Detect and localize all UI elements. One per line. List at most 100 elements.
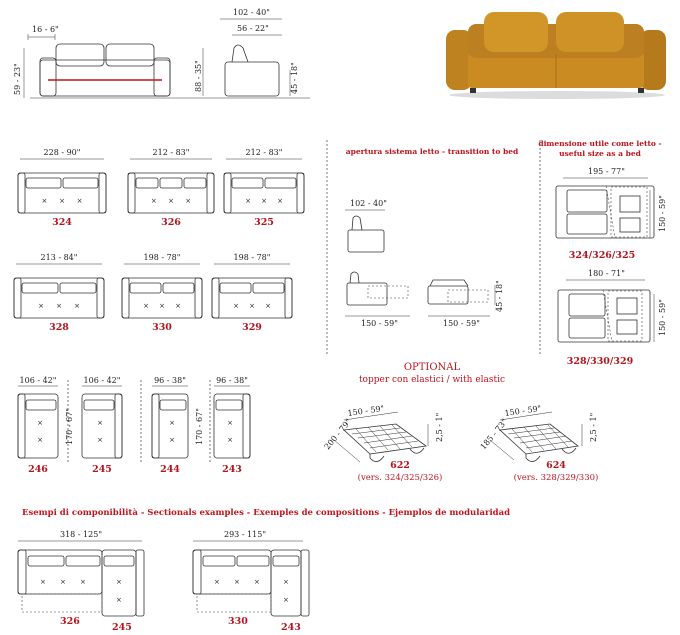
svg-text:×: × [159, 302, 165, 310]
topper2-width-label: 150 - 59" [504, 404, 542, 418]
sofa-module-330: 198 - 78" × × × 330 [121, 253, 203, 333]
svg-text:×: × [37, 436, 43, 444]
chaise-code-244: 244 [160, 464, 180, 475]
sectional2-code-b: 243 [281, 622, 301, 633]
transition-title: apertura sistema letto - transition to b… [346, 147, 519, 156]
topper1-vers: (vers. 324/325/326) [358, 472, 443, 483]
side-height-label: 88 - 35" [194, 60, 203, 92]
chaise-module-246: 106 - 42" × × 246 [17, 376, 59, 475]
sofa-photo [446, 12, 666, 99]
chaise-module-244: 96 - 38"××244 [151, 376, 189, 475]
svg-text:×: × [175, 302, 181, 310]
svg-text:×: × [261, 197, 267, 205]
chaise-code-243: 243 [222, 464, 242, 475]
useful-title-2: useful size as a bed [559, 149, 641, 158]
bed1-width-label: 195 - 77" [588, 167, 625, 176]
front-width-label: 16 - 6" [32, 25, 59, 34]
sofa-module-325: 212 - 83" × × × 325 [223, 148, 305, 228]
bed2-length-label: 150 - 59" [658, 299, 667, 336]
side-total-label: 102 - 40" [233, 8, 270, 17]
side-view: 102 - 40" 56 - 22" 88 - 35" 45 - 18" [194, 8, 299, 97]
svg-text:×: × [80, 578, 86, 586]
sofa-code-330: 330 [152, 322, 172, 333]
svg-text:×: × [214, 578, 220, 586]
svg-text:×: × [60, 578, 66, 586]
svg-text:×: × [234, 578, 240, 586]
svg-text:×: × [116, 578, 122, 586]
svg-text:×: × [74, 302, 80, 310]
side-seat-label: 45 - 18" [290, 62, 299, 94]
sofa-modules: 228 - 90" × × × 324 212 - 83" × × × 326 212 - 83" ×… [13, 148, 305, 333]
sofa-module-326: 212 - 83"×××326 [127, 148, 215, 228]
sectional1-code-a: 326 [60, 616, 80, 627]
svg-text:×: × [41, 197, 47, 205]
chaise-code-245: 245 [92, 464, 112, 475]
svg-text:×: × [143, 302, 149, 310]
sectionals-title: Esempi di componibilità - Sectionals exa… [22, 507, 510, 518]
sofa-module-328: 213 - 84"×××328 [13, 253, 105, 333]
chaise-dim-246: 106 - 42" [20, 376, 57, 385]
sofa-code-325: 325 [254, 217, 274, 228]
topper1-width-label: 150 - 59" [347, 404, 385, 418]
svg-text:×: × [59, 197, 65, 205]
sofa-dim-328: 213 - 84" [41, 253, 78, 262]
chaise-length-label-2: 170 - 67" [195, 408, 204, 445]
chaise-code-246: 246 [28, 464, 48, 475]
svg-text:×: × [283, 578, 289, 586]
sofa-dim-325: 212 - 83" [246, 148, 283, 157]
optional-title: OPTIONAL [404, 362, 461, 373]
bed1-length-label: 150 - 59" [658, 195, 667, 232]
svg-text:×: × [77, 197, 83, 205]
sofa-code-326: 326 [161, 217, 181, 228]
sofa-dim-329: 198 - 78" [234, 253, 271, 262]
sofa-code-324: 324 [52, 217, 72, 228]
sectional1-dim: 318 - 125" [60, 530, 102, 539]
svg-text:×: × [254, 578, 260, 586]
sofa-module-329: 198 - 78"×××329 [211, 253, 293, 333]
chaise-length-label-1: 170 - 67" [65, 408, 74, 445]
sofa-code-328: 328 [49, 322, 69, 333]
svg-text:×: × [169, 419, 175, 427]
side-depth-label: 56 - 22" [237, 24, 269, 33]
svg-text:×: × [277, 197, 283, 205]
useful-size-section: dimensione utile come letto - useful siz… [538, 139, 667, 367]
svg-text:×: × [233, 302, 239, 310]
chaise-module-243: 96 - 38"××243 [213, 376, 251, 475]
sofa-dim-330: 198 - 78" [144, 253, 181, 262]
sofa-dim-324: 228 - 90" [44, 148, 81, 157]
svg-text:×: × [249, 302, 255, 310]
topper2-thick-label: 2,5 - 1" [589, 413, 598, 442]
svg-text:×: × [40, 578, 46, 586]
front-view: 16 - 6" 59 - 23" [13, 25, 310, 99]
svg-text:×: × [227, 436, 233, 444]
transition-section: apertura sistema letto - transition to b… [345, 147, 519, 328]
svg-text:×: × [37, 419, 43, 427]
optional-topper-section: OPTIONAL topper con elastici / with elas… [323, 362, 599, 483]
svg-text:×: × [185, 197, 191, 205]
sofa-dim-326: 212 - 83" [153, 148, 190, 157]
svg-text:×: × [245, 197, 251, 205]
optional-subtitle: topper con elastici / with elastic [359, 375, 505, 385]
chaise-dim-245: 106 - 42" [84, 376, 121, 385]
topper2-vers: (vers. 328/329/330) [514, 472, 599, 483]
sectional1-code-b: 245 [112, 622, 132, 633]
transition-open1-label: 150 - 59" [361, 319, 398, 328]
topper1-thick-label: 2,5 - 1" [435, 413, 444, 442]
sectional2-code-a: 330 [228, 616, 248, 627]
svg-text:×: × [116, 596, 122, 604]
svg-text:×: × [227, 419, 233, 427]
svg-text:×: × [265, 302, 271, 310]
sofa-module-324: 228 - 90" × × × 324 [17, 148, 107, 228]
bed1-codes: 324/326/325 [569, 250, 635, 261]
chaise-module-245: 106 - 42"××245 [81, 376, 123, 475]
topper1-code: 622 [390, 460, 410, 471]
transition-height-label: 45 - 18" [495, 280, 504, 312]
chaise-dim-244: 96 - 38" [154, 376, 186, 385]
front-height-label: 59 - 23" [13, 63, 22, 95]
svg-text:×: × [38, 302, 44, 310]
bed2-codes: 328/330/329 [567, 356, 634, 367]
transition-open2-label: 150 - 59" [443, 319, 480, 328]
transition-depth-label: 102 - 40" [350, 199, 387, 208]
svg-text:×: × [97, 419, 103, 427]
svg-text:×: × [283, 596, 289, 604]
